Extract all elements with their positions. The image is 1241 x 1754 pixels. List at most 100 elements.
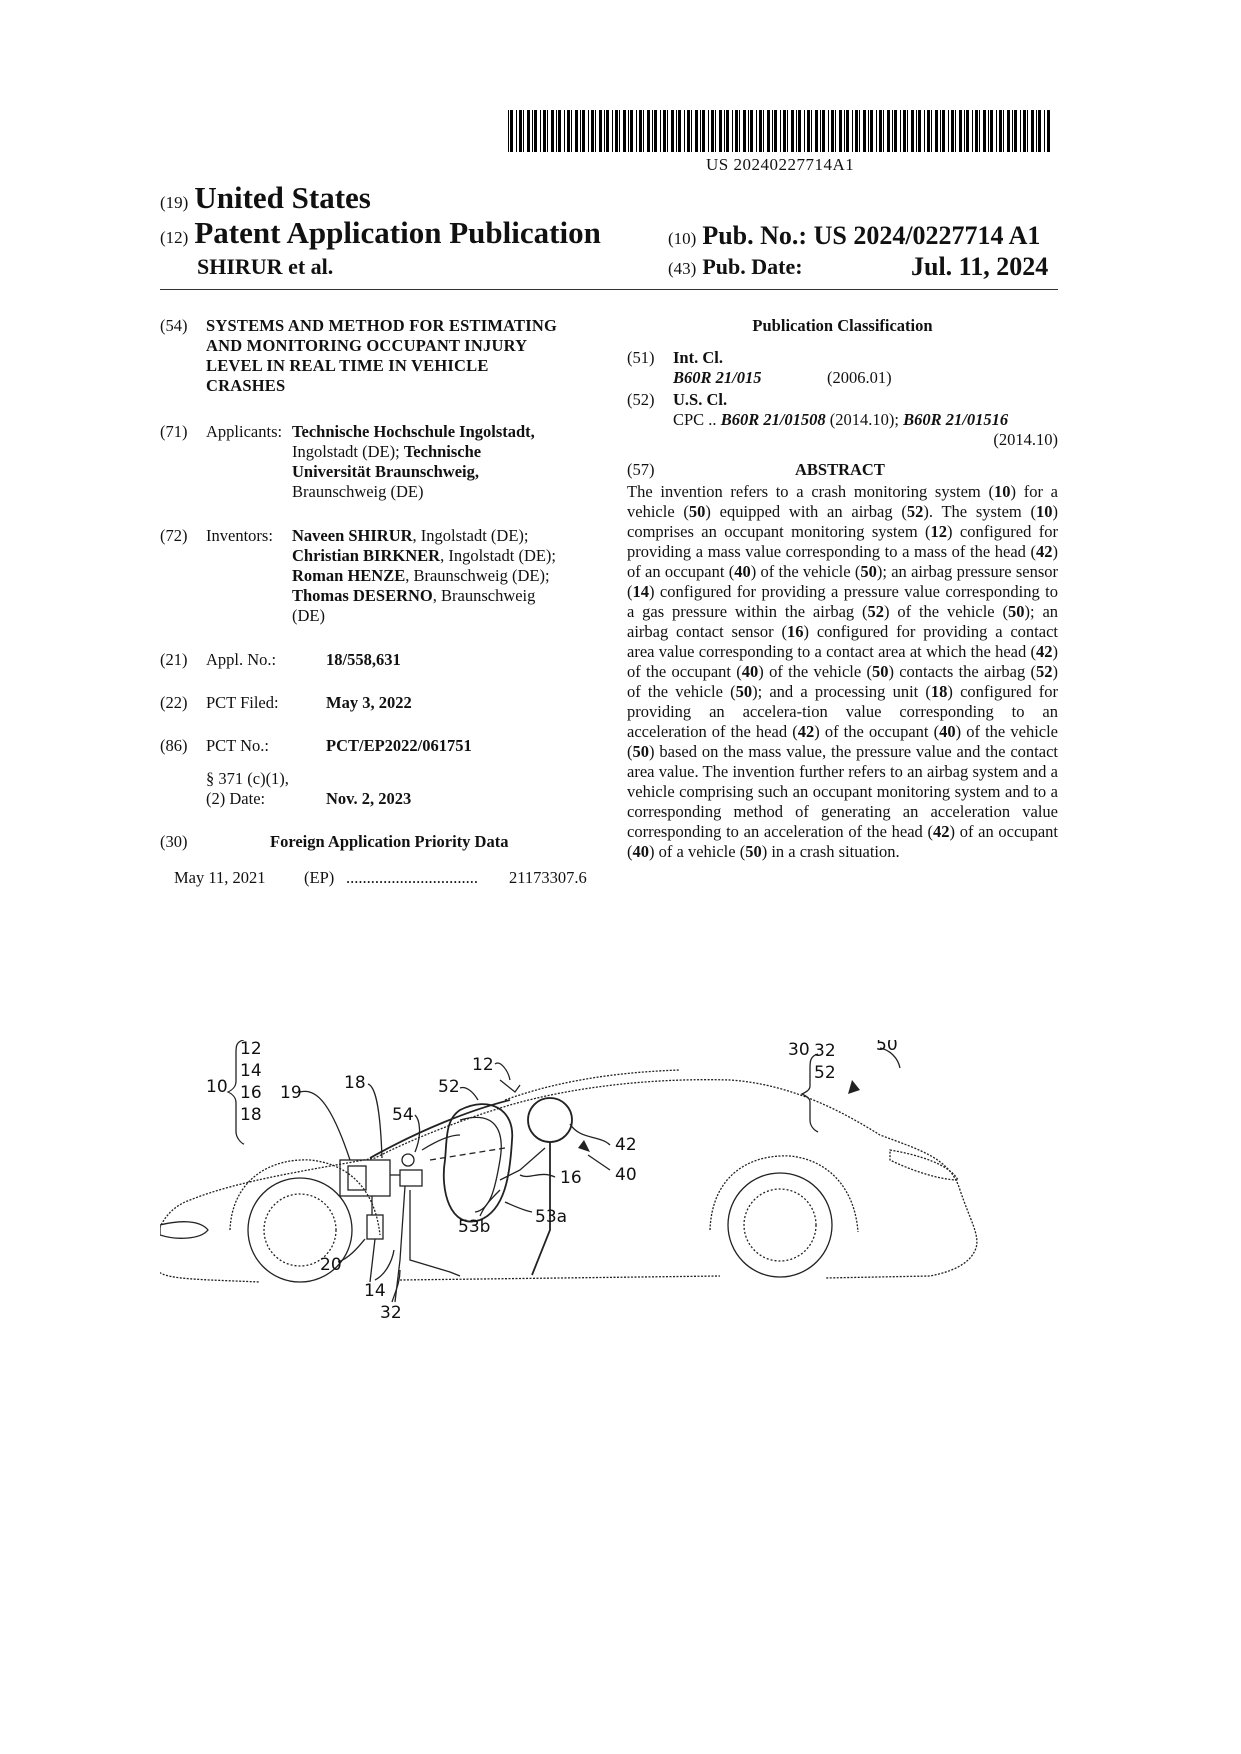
barcode-bar <box>551 110 554 152</box>
leader-42 <box>570 1124 610 1145</box>
barcode-bar <box>739 110 740 152</box>
barcode-bar <box>887 110 890 152</box>
label-32: 32 <box>380 1303 402 1323</box>
leader-40 <box>588 1155 610 1170</box>
barcode-bar <box>767 110 770 152</box>
barcode-bar <box>868 110 869 152</box>
inventor-place: , Ingolstadt (DE); <box>413 526 529 545</box>
barcode-bar <box>711 110 714 152</box>
storage-box-20 <box>367 1215 383 1239</box>
inventor-line: Thomas DESERNO, Braunschweig <box>292 586 612 606</box>
barcode-bar <box>835 110 836 152</box>
barcode-bar <box>772 110 773 152</box>
barcode-bar <box>999 110 1002 152</box>
barcode-bar <box>1014 110 1017 152</box>
classification-title: Publication Classification <box>627 316 1058 336</box>
barcode-bar <box>1023 110 1026 152</box>
barcode-bar <box>852 110 853 152</box>
barcode-bar <box>807 110 810 152</box>
barcode-bar <box>667 110 668 152</box>
barcode-bar <box>519 110 522 152</box>
barcode-bar <box>948 110 949 152</box>
barcode-bar <box>894 110 897 152</box>
barcode-bar <box>903 110 906 152</box>
sensor-box-14 <box>400 1170 422 1186</box>
barcode-bar <box>774 110 777 152</box>
barcode-bar <box>654 110 657 152</box>
abstract-segment: ) of the vehicle ( <box>884 602 1008 621</box>
barcode-bar <box>702 110 705 152</box>
barcode-bar <box>726 110 729 152</box>
barcode-bar <box>983 110 986 152</box>
barcode-bar <box>630 110 633 152</box>
abstract-segment: ). The system ( <box>923 502 1036 521</box>
inventors-code: (72) <box>160 526 188 546</box>
barcode-bar <box>676 110 677 152</box>
publication-date: (43)Pub. Date: Jul. 11, 2024 <box>668 254 1068 280</box>
inventor-line: (DE) <box>292 606 612 626</box>
barcode-bar <box>523 110 524 152</box>
country-heading: (19) United States <box>160 180 371 216</box>
header-divider <box>160 289 1058 290</box>
leader-14 <box>375 1250 394 1280</box>
barcode-bar <box>615 110 618 152</box>
label-group-10-item: 12 <box>240 1040 262 1059</box>
barcode-bar <box>582 110 585 152</box>
barcode-bar <box>612 110 613 152</box>
title-line: LEVEL IN REAL TIME IN VEHICLE <box>206 356 596 376</box>
barcode-bar <box>1027 110 1028 152</box>
reference-numeral: 42 <box>1036 542 1053 561</box>
barcode-bar <box>820 110 821 152</box>
publication-kind: Patent Application Publication <box>194 215 600 250</box>
abstract-segment: ) of a vehicle ( <box>649 842 745 861</box>
barcode-bar <box>964 110 965 152</box>
abstract-segment: ); and a processing unit ( <box>752 682 931 701</box>
pub-no-value: US 2024/0227714 A1 <box>814 221 1041 250</box>
barcode-bar <box>724 110 725 152</box>
reference-numeral: 14 <box>633 582 650 601</box>
label-42: 42 <box>615 1135 637 1155</box>
car-lower-outline <box>160 1264 260 1282</box>
reference-numeral: 50 <box>872 662 889 681</box>
barcode-bar <box>791 110 794 152</box>
barcode-bar <box>527 110 530 152</box>
inventor-name: Thomas DESERNO <box>292 586 433 605</box>
airbag-52 <box>444 1104 512 1221</box>
barcode-bar <box>599 110 602 152</box>
country-code: (19) <box>160 193 188 212</box>
barcode-bar <box>719 110 722 152</box>
barcode-bar <box>942 110 945 152</box>
country-name: United States <box>194 180 371 215</box>
abstract-segment: ) equipped with an airbag ( <box>705 502 906 521</box>
rear-wheel-arch <box>710 1156 858 1232</box>
barcode-bar <box>855 110 858 152</box>
label-16: 16 <box>560 1168 582 1188</box>
barcode-bar <box>990 110 993 152</box>
wire-32 <box>395 1186 405 1302</box>
barcode-bar <box>540 110 541 152</box>
barcode-bar <box>663 110 666 152</box>
barcode-bar <box>595 110 596 152</box>
barcode-bar <box>924 110 925 152</box>
cpc-class: B60R 21/01516 <box>903 410 1008 429</box>
pct-filed-label: PCT Filed: <box>206 693 279 713</box>
barcode-bar <box>892 110 893 152</box>
title-line: SYSTEMS AND METHOD FOR ESTIMATING <box>206 316 596 336</box>
int-code: (51) <box>627 348 655 368</box>
pub-date-code: (43) <box>668 259 696 278</box>
leader-20 <box>338 1239 365 1262</box>
barcode-bar <box>580 110 581 152</box>
pct-no-value: PCT/EP2022/061751 <box>326 736 472 756</box>
barcode-bar <box>508 110 509 152</box>
barcode-bar <box>684 110 685 152</box>
abstract-segment: The invention refers to a crash monitori… <box>627 482 994 501</box>
barcode-bar <box>748 110 749 152</box>
airbag-fold <box>460 1117 501 1212</box>
barcode-bar <box>643 110 644 152</box>
reference-numeral: 10 <box>1036 502 1053 521</box>
abstract-code: (57) <box>627 460 655 480</box>
label-group-30-item: 52 <box>814 1063 836 1083</box>
barcode-bar <box>876 110 877 152</box>
int-label: Int. Cl. <box>673 348 723 368</box>
barcode-bar <box>763 110 764 152</box>
